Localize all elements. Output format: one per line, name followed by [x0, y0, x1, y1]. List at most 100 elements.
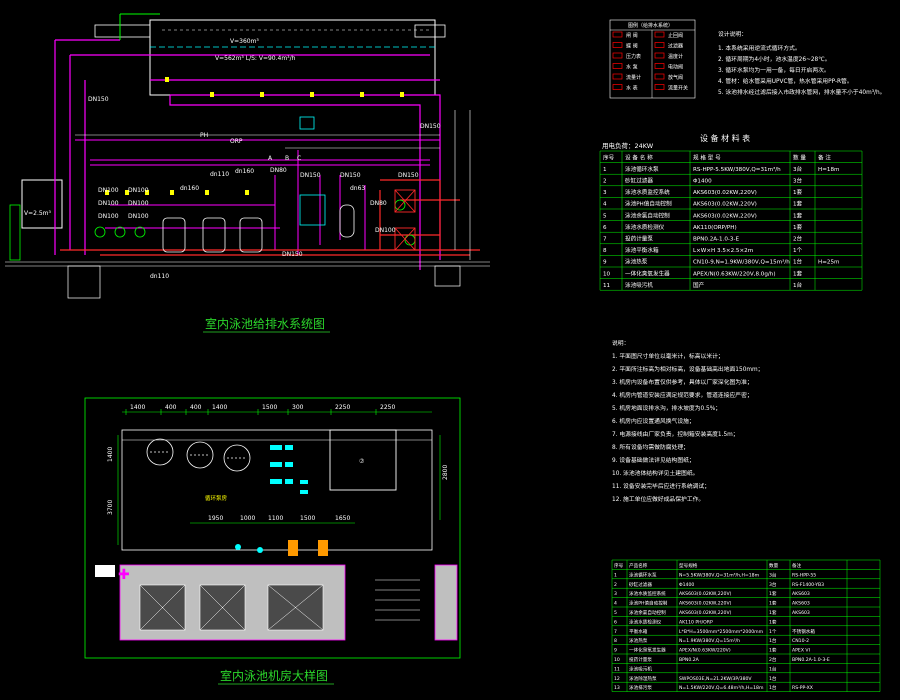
dim-label-left: 1400: [107, 447, 114, 462]
pump-icon: [114, 226, 126, 238]
room-note-item: 4. 机房内管道安装应满足规范要求，管道连接应严密；: [612, 391, 753, 399]
pump-icon: [94, 226, 106, 238]
table-cell: SWPOS03E,N=21.2KW/3P/380V: [679, 676, 752, 682]
pipe-label: DN150: [282, 251, 303, 258]
pipe-label: dn110: [210, 171, 229, 178]
table-cell: H=25m: [818, 260, 839, 266]
room-note-item: 9. 设备基础做法详见结构图纸；: [612, 456, 695, 464]
room-plan-title: 室内泳池机房大样图: [220, 668, 328, 683]
room-note-item: 2. 平面所注标高为相对标高，设备基础高出地面150mm；: [612, 365, 763, 373]
dim-label-middle: 1950: [208, 515, 223, 522]
table-cell: 1台: [769, 684, 777, 691]
design-notes-heading: 设计说明：: [718, 30, 747, 38]
table-cell: N=1.9KW/380V,Q=15m³/h: [679, 638, 740, 644]
table-cell: 1个: [793, 247, 803, 254]
legend-symbol-icon: [612, 52, 623, 59]
table-cell: AKS603: [792, 601, 810, 607]
table-cell: AKS603(0.02KW,220V): [693, 202, 757, 208]
monitor-box: [299, 116, 315, 130]
pipe-label: DN100: [375, 227, 396, 234]
water-system-diagram: V=360m³ V=562m³ L/S: V=90.4m³/h V=2.5m³: [5, 13, 490, 333]
table-cell: 1台: [793, 258, 803, 266]
dim-label-top: 1500: [262, 404, 277, 411]
room-note-item: 5. 机房地面设排水沟，排水坡度为0.5%；: [612, 404, 721, 412]
design-note-5: 5. 泳池排水经过滤后接入市政排水管网，排水量不小于40m³/h。: [718, 88, 885, 96]
legend-symbol-icon: [612, 73, 623, 80]
table-cell: APEX VI: [792, 648, 810, 654]
table-cell: 11: [603, 283, 611, 289]
table-cell: 3台: [793, 165, 803, 173]
table-cell: 7: [614, 629, 617, 635]
table-cell: 3台: [793, 177, 803, 185]
table-cell: 1台: [769, 637, 777, 644]
pump-icon: [394, 199, 406, 211]
pipe-label: DN100: [98, 213, 119, 220]
sand-filter-3: [239, 217, 263, 253]
dim-label-top: 2250: [380, 404, 395, 411]
legend-item-label: 压力表: [626, 53, 641, 60]
table-cell: 1台: [793, 281, 803, 289]
table-cell: 3台: [769, 571, 777, 578]
table-cell: 投药计量泵: [625, 235, 653, 243]
sand-filter-plan-3: [223, 444, 251, 472]
table-cell: 12: [614, 676, 620, 682]
ozone-generator: [299, 194, 326, 226]
table-cell: H=18m: [818, 167, 839, 173]
pipe-label: dn110: [150, 273, 169, 280]
equipment-table: 设 备 材 料 表 用电负荷：24KW 序号设 备 名 称规 格 型 号数 量备…: [599, 133, 863, 291]
table-cell: 8: [603, 248, 607, 254]
table-cell: 10: [614, 657, 620, 663]
room-note-item: 3. 机房内设备布置仅供参考，具体以厂家深化图为准；: [612, 378, 753, 386]
table-cell: 9: [614, 648, 617, 654]
table-cell: 1套: [793, 223, 803, 231]
table-cell: 泳池水质监控系统: [625, 188, 670, 196]
table-cell: 1套: [793, 211, 803, 219]
table-cell: 2台: [769, 656, 777, 663]
table-cell: AKS603: [792, 610, 810, 616]
table-cell: 1套: [769, 609, 777, 616]
table-cell: AKS603(0.02KW,220V): [693, 213, 757, 219]
table-cell: 5: [614, 610, 617, 616]
pipe-label: DN150: [420, 123, 441, 130]
table-cell: 一体化臭氧发生器: [629, 647, 666, 654]
table-cell: 泳池吸污机: [629, 665, 652, 672]
table-header-cell: 备注: [792, 562, 802, 569]
table-cell: 泳池水质检测仪: [625, 223, 665, 231]
table-cell: 4: [603, 202, 607, 208]
table-header-cell: 序号: [603, 153, 615, 161]
pipe-label: dn63: [350, 185, 365, 192]
room-note-item: 1. 平面图尺寸单位以毫米计，标高以米计；: [612, 352, 724, 360]
dim-label-top: 400: [165, 404, 177, 411]
room-note-item: 7. 电源接线由厂家负责，控制箱安装高度1.5m；: [612, 430, 739, 438]
table-cell: 1套: [769, 647, 777, 654]
legend-title: 图例（给排水系统）: [628, 22, 673, 29]
table-cell: 泳池PH值自动控制: [625, 200, 672, 208]
heat-exchanger-1: [394, 189, 416, 213]
dim-label-middle: 1000: [240, 515, 255, 522]
table-cell: 泳池除湿热泵: [629, 675, 657, 682]
pipe-label: DN150: [340, 172, 361, 179]
tank-tag: ⑦: [359, 458, 365, 465]
table-cell: 6: [603, 225, 607, 231]
legend-item-label: 过滤器: [668, 43, 683, 50]
dim-label-top: 1400: [212, 404, 227, 411]
filter-group: [162, 217, 263, 253]
pipe-label: DN100: [98, 187, 119, 194]
pump-icon: [134, 226, 146, 238]
room-note-item: 8. 所有设备均需做防腐处理；: [612, 443, 689, 451]
legend-item-label: 蝶 阀: [626, 43, 638, 50]
table-cell: N=5.5KW/380V,Q=31m³/h,H=18m: [679, 572, 760, 578]
pipe-label: dn160: [180, 185, 199, 192]
pipe-label: dn160: [235, 168, 254, 175]
table-cell: 不锈钢水箱: [792, 628, 815, 635]
design-note-3: 3. 循环水泵均为一用一备，每日开启两次。: [718, 66, 830, 74]
table-cell: AK110 PH/ORP: [679, 619, 713, 625]
pump-zone-label: 循环泵房: [205, 494, 228, 502]
pipe-label: DN100: [128, 187, 149, 194]
legend-symbol-icon: [654, 63, 665, 69]
table-cell: 泳池PH值自动控制: [629, 600, 668, 607]
table-header-cell: 序号: [614, 562, 624, 569]
